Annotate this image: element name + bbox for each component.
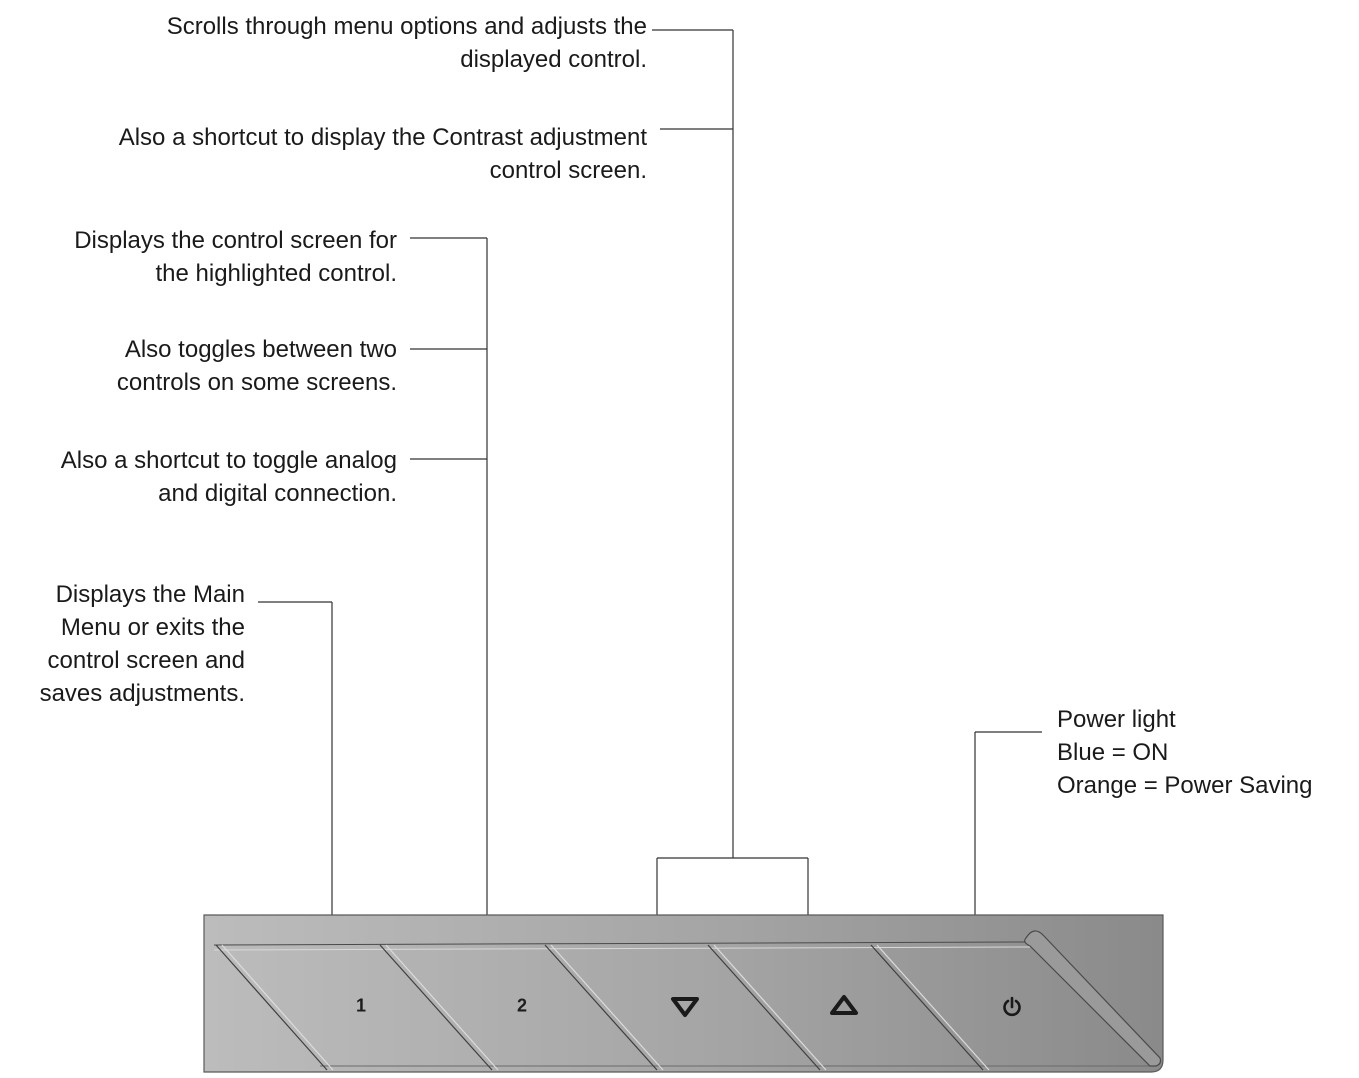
callout-line: Displays the Main (55, 581, 245, 608)
callout-line: Also a shortcut to toggle analog (60, 447, 397, 474)
control-panel (203, 914, 1164, 1073)
callout-toggle-connection: Also a shortcut to toggle analog and dig… (61, 444, 397, 510)
leader-lines (258, 29, 1042, 915)
callout-line: Power light (1057, 706, 1176, 733)
triangle-up-icon[interactable] (829, 994, 859, 1016)
callout-line: control screen and (47, 647, 245, 674)
callout-line: saves adjustments. (39, 680, 245, 707)
callout-line: Also toggles between two (124, 336, 397, 363)
callout-line: control screen. (489, 157, 647, 184)
callout-line: displayed control. (460, 46, 647, 73)
callout-main-menu: Displays the Main Menu or exits the cont… (40, 578, 245, 710)
callout-power: Power light Blue = ON Orange = Power Sav… (1057, 703, 1312, 802)
callout-line: Menu or exits the (60, 614, 245, 641)
power-icon[interactable] (1001, 996, 1023, 1018)
callout-display-control: Displays the control screen for the high… (74, 224, 397, 290)
button-2-label[interactable]: 2 (516, 995, 528, 1016)
callout-line: Also a shortcut to display the Contrast … (118, 124, 647, 151)
triangle-down-icon[interactable] (670, 996, 700, 1018)
callout-contrast: Also a shortcut to display the Contrast … (119, 121, 647, 187)
callout-line: Displays the control screen for (74, 227, 397, 254)
callout-toggle-controls: Also toggles between two controls on som… (117, 333, 397, 399)
callout-line: and digital connection. (158, 480, 397, 507)
callout-scroll: Scrolls through menu options and adjusts… (167, 10, 647, 76)
callout-line: Scrolls through menu options and adjusts… (166, 13, 647, 40)
callout-line: Blue = ON (1057, 739, 1169, 766)
callout-line: Orange = Power Saving (1057, 772, 1313, 799)
callout-line: controls on some screens. (116, 369, 397, 396)
button-1-label[interactable]: 1 (355, 995, 367, 1016)
callout-line: the highlighted control. (155, 260, 398, 287)
power-light-indicator (1024, 930, 1162, 1067)
